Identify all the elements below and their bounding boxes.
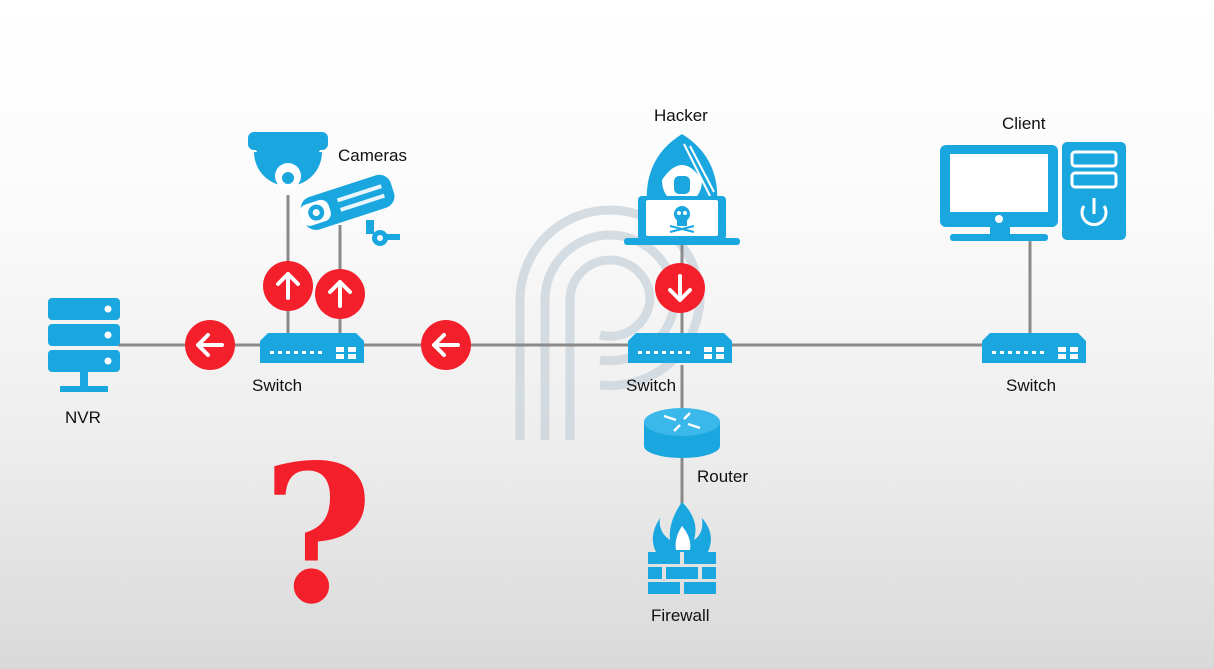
client-label: Client bbox=[1002, 114, 1046, 133]
circle-arrow-icon bbox=[655, 263, 705, 313]
circle-arrow-icon bbox=[185, 320, 235, 370]
cameras-label: Cameras bbox=[338, 146, 407, 165]
network-switch-icon bbox=[260, 333, 364, 363]
firewall-icon bbox=[648, 502, 716, 594]
question-mark: ? bbox=[262, 423, 374, 646]
hacker-label: Hacker bbox=[654, 106, 708, 125]
hooded-hacker-icon bbox=[624, 134, 740, 245]
firewall-label: Firewall bbox=[651, 606, 710, 625]
router-icon bbox=[644, 408, 720, 458]
switch-left-label: Switch bbox=[252, 376, 303, 395]
router-label: Router bbox=[697, 467, 749, 486]
network-switch-icon bbox=[982, 333, 1086, 363]
network-switch-icon bbox=[628, 333, 732, 363]
security-camera-icon bbox=[299, 174, 400, 246]
nvr-label: NVR bbox=[65, 408, 101, 427]
desktop-computer-icon bbox=[940, 142, 1126, 241]
switch-right-label: Switch bbox=[1006, 376, 1057, 395]
network-links bbox=[118, 195, 1032, 510]
circle-arrow-icon bbox=[263, 261, 313, 311]
server-stack-icon bbox=[48, 298, 120, 392]
dome-camera-icon bbox=[248, 132, 328, 189]
circle-arrow-icon bbox=[315, 269, 365, 319]
switch-mid-label: Switch bbox=[626, 376, 677, 395]
circle-arrow-icon bbox=[421, 320, 471, 370]
